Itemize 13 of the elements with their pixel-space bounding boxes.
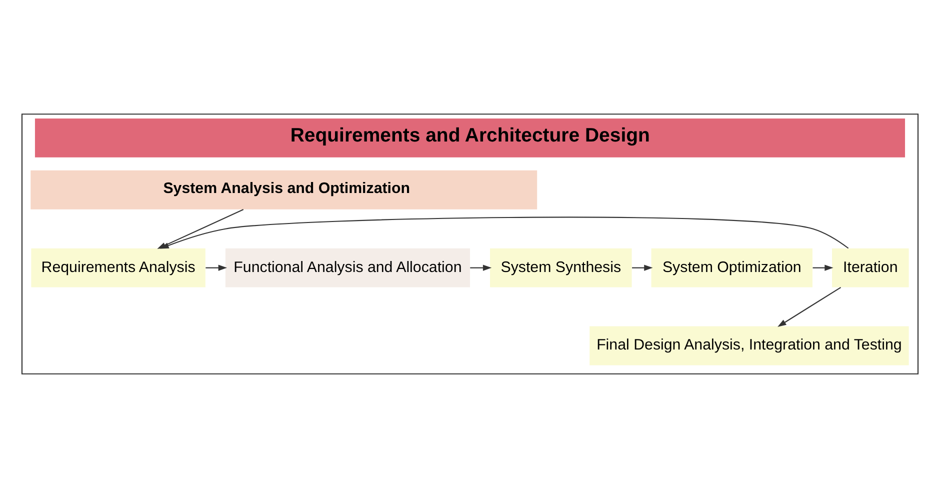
- node-box: System Analysis and Optimization: [30, 170, 537, 210]
- node-box: System Synthesis: [490, 248, 632, 288]
- node-box: Requirements Analysis: [30, 248, 205, 288]
- arrow: [205, 264, 226, 271]
- arrow: [470, 264, 492, 271]
- node-box: System Optimization: [650, 248, 812, 288]
- node-box: Functional Analysis and Allocation: [224, 248, 470, 288]
- arrow: [632, 264, 652, 271]
- arrow: [812, 264, 833, 271]
- arrow: [160, 216, 848, 249]
- node-box: Final Design Analysis, Integration and Testing: [589, 326, 908, 366]
- arrow: [777, 286, 841, 327]
- node-box: Iteration: [831, 248, 908, 288]
